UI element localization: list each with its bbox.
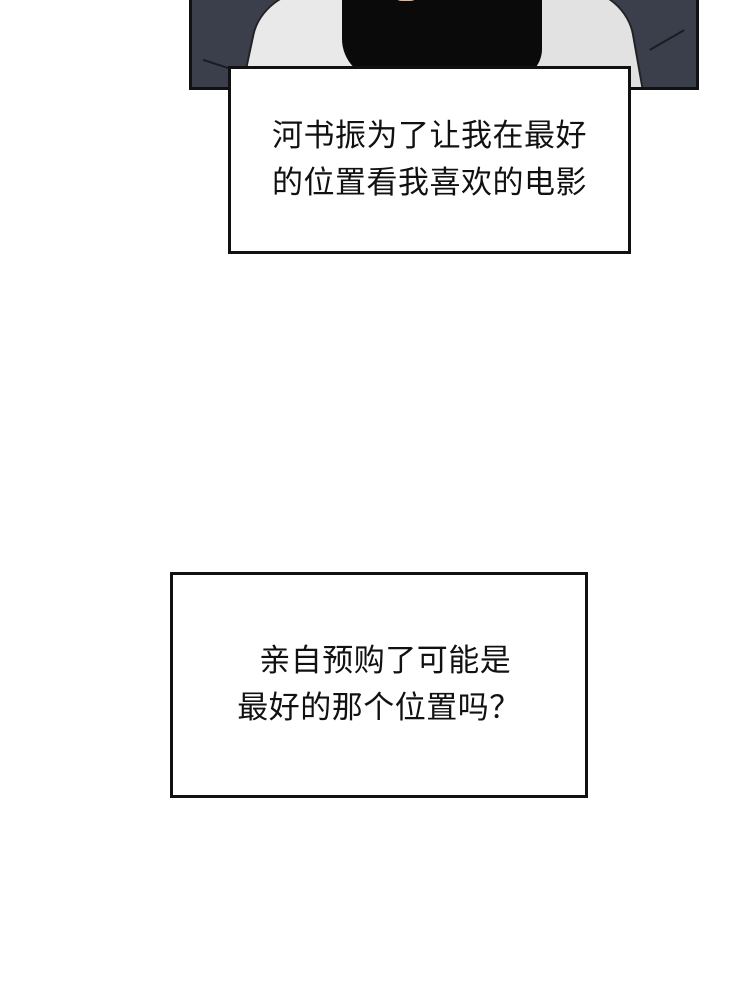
- narration-line: 最好的那个位置吗？: [237, 690, 521, 726]
- narration-line: 的位置看我喜欢的电影: [272, 165, 587, 201]
- background-line: [649, 29, 685, 51]
- narration-box: 河书振为了让我在最好 的位置看我喜欢的电影: [228, 66, 631, 254]
- dark-shirt: [342, 0, 542, 79]
- narration-line: 河书振为了让我在最好: [272, 118, 587, 154]
- narration-box: 亲自预购了可能是 最好的那个位置吗？: [170, 572, 588, 798]
- narration-text: 亲自预购了可能是 最好的那个位置吗？: [237, 638, 521, 732]
- narration-line: 亲自预购了可能是: [259, 643, 512, 679]
- neck-skin: [392, 0, 420, 1]
- narration-text: 河书振为了让我在最好 的位置看我喜欢的电影: [272, 113, 587, 207]
